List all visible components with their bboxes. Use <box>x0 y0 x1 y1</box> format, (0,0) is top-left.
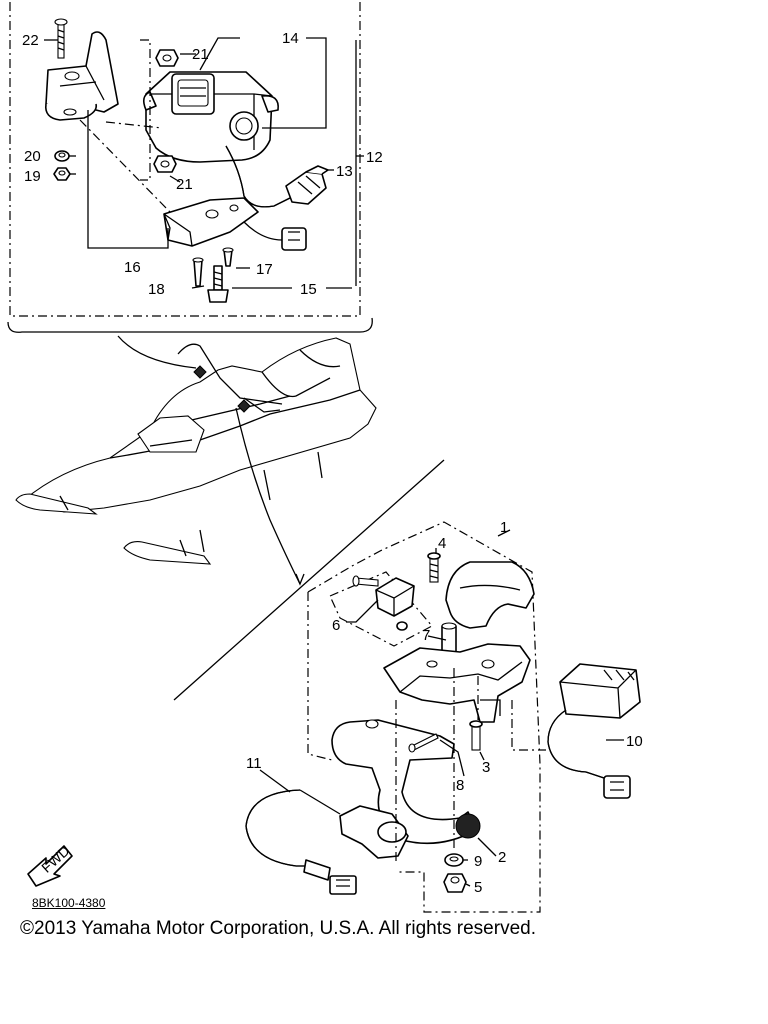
callout-11: 11 <box>246 755 262 772</box>
bolt-22 <box>54 18 68 59</box>
callout-13: 13 <box>336 163 353 180</box>
callout-4: 4 <box>438 535 446 552</box>
switch-box-assembly <box>44 18 364 303</box>
screw-8 <box>408 733 439 753</box>
collar-nut-21-top <box>155 49 179 67</box>
callout-15: 15 <box>300 281 317 298</box>
brake-lever-2 <box>331 719 481 845</box>
screw-17 <box>222 247 234 267</box>
inset-frame <box>7 2 373 333</box>
callout-12: 12 <box>366 149 383 166</box>
lever-holder <box>383 643 531 723</box>
snowmobile-outline <box>15 337 377 565</box>
callout-14: 14 <box>282 30 299 47</box>
switch-cap-6 <box>375 577 415 617</box>
collar-nut-21-bottom <box>153 155 177 173</box>
connector-15 <box>243 221 307 251</box>
callout-3: 3 <box>482 759 490 776</box>
bolt-3 <box>469 720 483 751</box>
clamp-bracket <box>44 31 119 121</box>
brake-switch-11 <box>245 789 409 895</box>
nut-5 <box>443 873 467 893</box>
diagram-reference-number: 8BK100-4380 <box>32 896 106 910</box>
callout-18: 18 <box>148 281 165 298</box>
callout-1: 1 <box>500 519 508 536</box>
callout-21-bottom: 21 <box>176 176 193 193</box>
fwd-arrow-icon: FWD <box>27 843 73 887</box>
lever-cover <box>445 561 535 629</box>
connector-13 <box>285 165 329 205</box>
callout-7: 7 <box>422 627 430 644</box>
callout-22: 22 <box>22 32 39 49</box>
lower-leader-lines <box>259 548 624 887</box>
switch-housing-14 <box>142 71 279 163</box>
screw-15 <box>207 265 229 303</box>
callout-2: 2 <box>498 849 506 866</box>
callout-6: 6 <box>332 617 340 634</box>
callout-19: 19 <box>24 168 41 185</box>
screw-18 <box>192 257 204 287</box>
nut-19 <box>53 167 71 181</box>
bolt-4 <box>427 552 441 583</box>
callout-8: 8 <box>456 777 464 794</box>
locator-lines <box>117 335 445 701</box>
callout-17: 17 <box>256 261 273 278</box>
callout-20: 20 <box>24 148 41 165</box>
washer-9 <box>444 853 464 867</box>
screw-6 <box>352 575 379 587</box>
callout-16: 16 <box>124 259 141 276</box>
brake-lever-assembly <box>245 521 641 913</box>
base-plate-16 <box>163 197 259 247</box>
callout-21-top: 21 <box>192 46 209 63</box>
nut-6 <box>396 621 408 631</box>
switch-lead-wire <box>225 145 291 208</box>
copyright-notice: ©2013 Yamaha Motor Corporation, U.S.A. A… <box>20 918 536 939</box>
inset-leader-lines <box>44 37 364 289</box>
relay-10 <box>547 663 641 799</box>
callout-9: 9 <box>474 853 482 870</box>
callout-10: 10 <box>626 733 643 750</box>
callout-5: 5 <box>474 879 482 896</box>
washer-20 <box>54 150 70 162</box>
